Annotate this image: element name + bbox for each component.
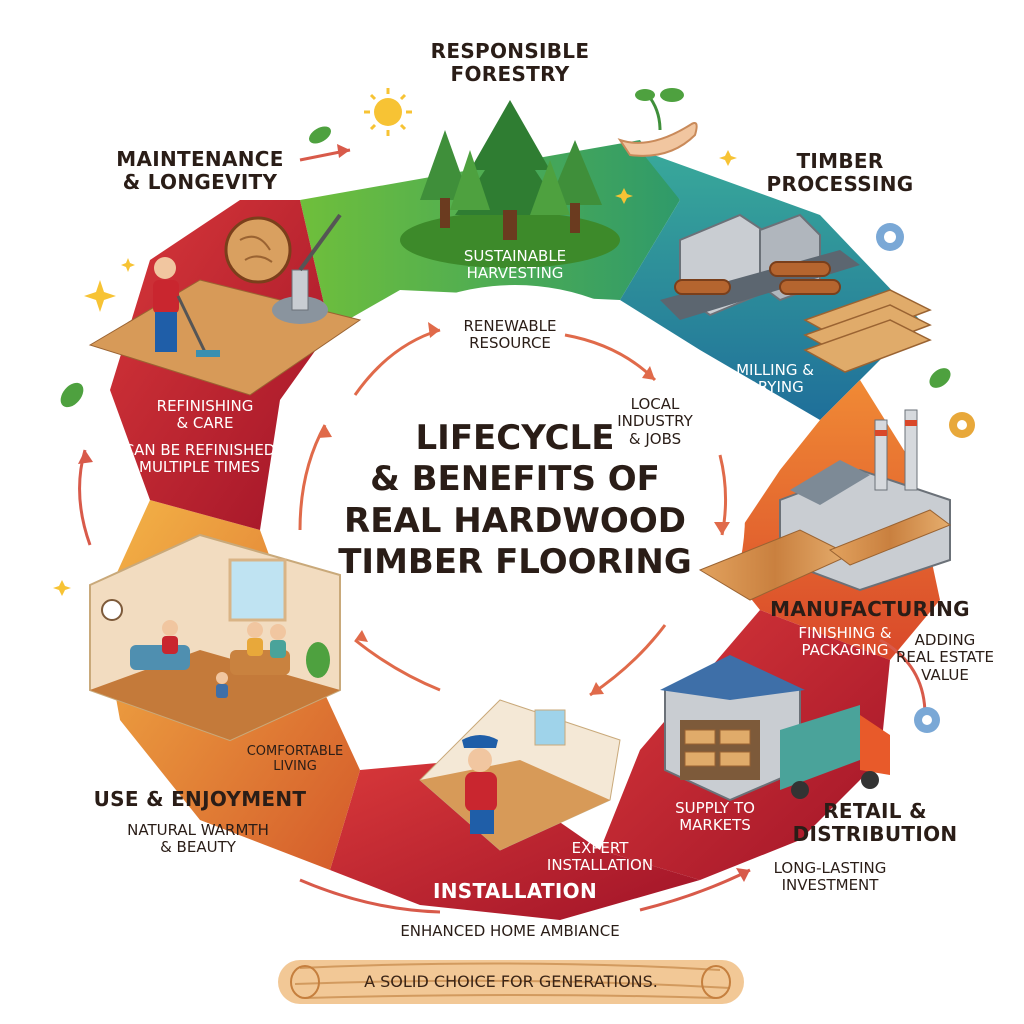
warehouse-icon: [660, 655, 805, 802]
banner-text: A SOLID CHOICE FOR GENERATIONS.: [364, 972, 658, 991]
benefit-refinished-multiple: CAN BE REFINISHED MULTIPLE TIMES: [123, 441, 276, 477]
wood-banner-graphic: [278, 960, 744, 1004]
footer-banner: A SOLID CHOICE FOR GENERATIONS.: [278, 960, 744, 1004]
heading-maintenance-longevity: MAINTENANCE & LONGEVITY: [116, 147, 284, 194]
sparkle-icons: [53, 150, 737, 596]
gear-icon-orange: [949, 412, 975, 438]
heading-use-enjoyment: USE & ENJOYMENT: [93, 787, 307, 811]
leaf-icon: [60, 126, 951, 408]
sub-comfortable-living: COMFORTABLE LIVING: [246, 744, 344, 774]
living-room-icon: [89, 533, 341, 742]
benefit-long-lasting: LONG-LASTING INVESTMENT: [773, 859, 887, 895]
sawmill-icon: [660, 213, 932, 373]
heading-responsible-forestry: RESPONSIBLE FORESTRY: [430, 39, 590, 86]
sub-refinishing-care: REFINISHING & CARE: [156, 397, 254, 433]
hand-sprout-icon: [617, 88, 698, 157]
installation-room-icon: [419, 699, 621, 851]
truck-icon: [780, 705, 890, 799]
sub-milling-drying: MILLING & DRYING: [736, 361, 814, 397]
heading-retail-distribution: RETAIL & DISTRIBUTION: [792, 799, 958, 846]
heading-timber-processing: TIMBER PROCESSING: [766, 149, 914, 196]
gear-icon-blue: [914, 707, 940, 733]
gear-icon: [876, 223, 904, 251]
benefit-real-estate-value: ADDING REAL ESTATE VALUE: [895, 631, 995, 684]
heading-installation: INSTALLATION: [433, 879, 597, 903]
outer-arrowheads: [78, 144, 750, 882]
benefit-enhanced-ambiance: ENHANCED HOME AMBIANCE: [400, 922, 620, 940]
center-disc: [285, 285, 745, 745]
maintenance-scene-icon: [88, 213, 362, 396]
benefit-natural-warmth: NATURAL WARMTH & BEAUTY: [127, 821, 269, 857]
factory-icon: [698, 409, 952, 601]
page-title: LIFECYCLE & BENEFITS OF REAL HARDWOOD TI…: [338, 418, 692, 583]
sun-icon: [364, 88, 412, 136]
sub-sustainable-harvesting: SUSTAINABLE HARVESTING: [463, 247, 567, 283]
sub-finishing-packaging: FINISHING & PACKAGING: [798, 624, 892, 660]
inner-arrowheads: [318, 322, 730, 695]
sub-supply-markets: SUPPLY TO MARKETS: [675, 799, 755, 835]
heading-manufacturing: MANUFACTURING: [770, 597, 970, 621]
forest-icon: [400, 100, 620, 268]
sub-expert-installation: EXPERT INSTALLATION: [546, 839, 654, 875]
benefit-local-industry: LOCAL INDUSTRY & JOBS: [617, 395, 693, 448]
benefit-renewable-resource: RENEWABLE RESOURCE: [463, 317, 557, 353]
